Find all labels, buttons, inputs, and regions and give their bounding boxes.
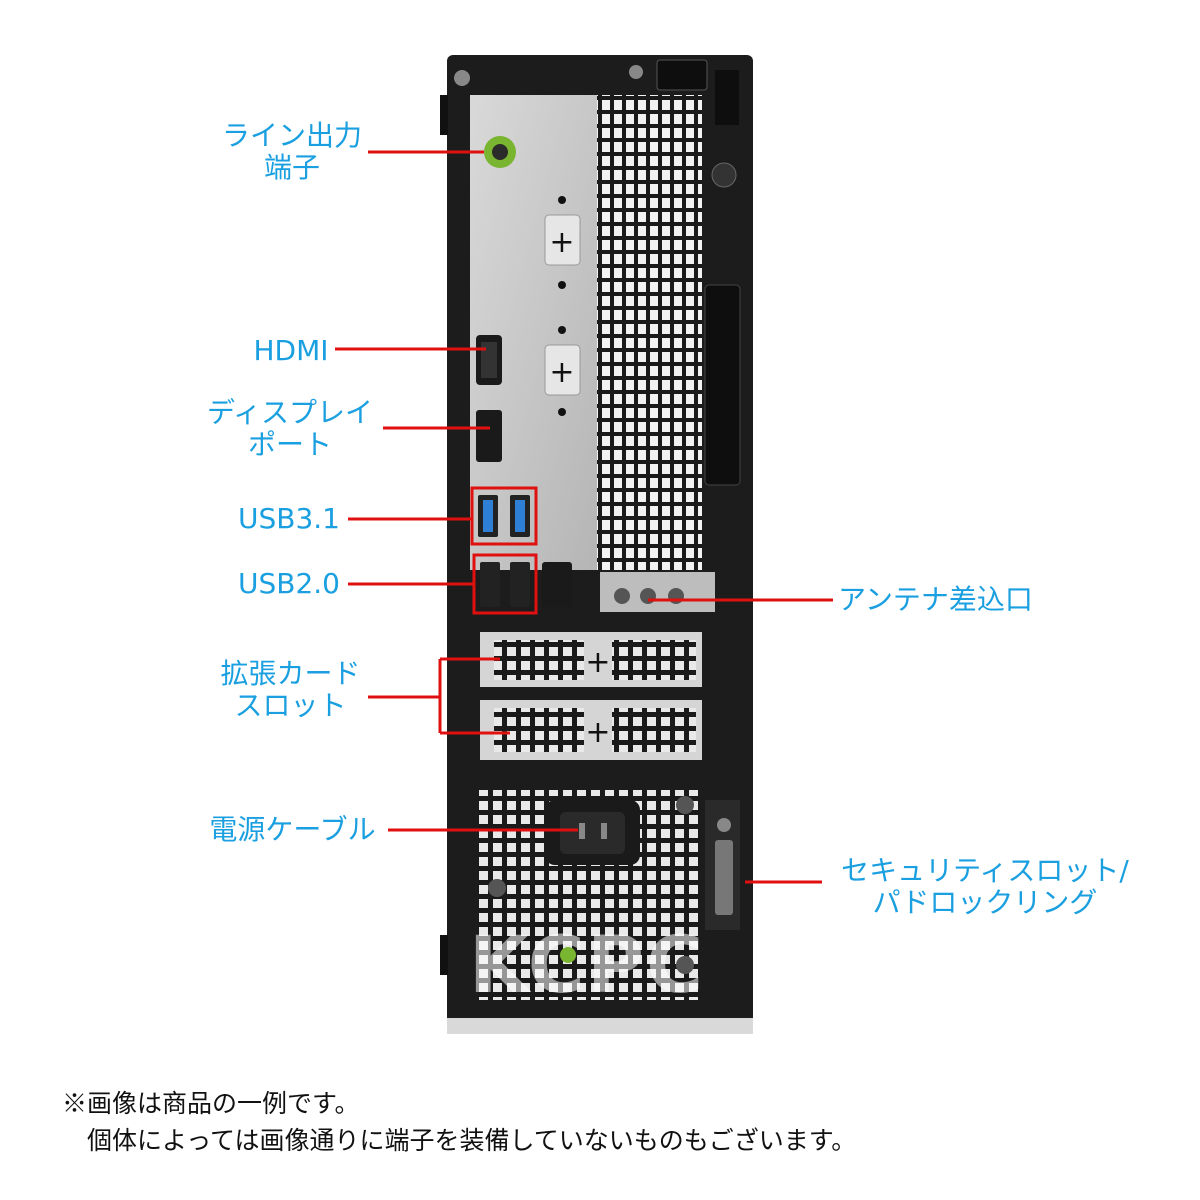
- audio-line-out-port: [484, 136, 516, 168]
- disclaimer-note-1: ※画像は商品の一例です。: [62, 1087, 360, 1121]
- label-expansion: 拡張カード スロット: [208, 658, 373, 722]
- label-usb20: USB2.0: [230, 568, 348, 600]
- antenna-ports: [614, 588, 684, 604]
- label-power: 電源ケーブル: [195, 814, 390, 846]
- svg-text:+: +: [585, 715, 610, 750]
- usb20-ports: [474, 555, 572, 613]
- label-line-out-2: 端子: [212, 152, 372, 184]
- svg-text:+: +: [585, 645, 610, 680]
- label-line-out: ライン出力 端子: [212, 120, 372, 184]
- displayport-port: [476, 410, 502, 462]
- label-hdmi: HDMI: [245, 335, 337, 367]
- label-security-2: パドロックリング: [820, 887, 1150, 919]
- svg-text:+: +: [549, 355, 574, 390]
- label-expansion-2: スロット: [208, 690, 373, 722]
- label-usb31: USB3.1: [230, 503, 348, 535]
- label-displayport: ディスプレイ ポート: [195, 397, 385, 461]
- label-displayport-2: ポート: [195, 429, 385, 461]
- hdmi-port: [476, 335, 502, 385]
- svg-text:+: +: [549, 225, 574, 260]
- label-displayport-1: ディスプレイ: [195, 397, 385, 429]
- watermark: KCPC: [469, 921, 706, 1011]
- label-security: セキュリティスロット/ パドロックリング: [820, 855, 1150, 919]
- disclaimer-note-2: 個体によっては画像通りに端子を装備していないものもございます。: [62, 1124, 856, 1158]
- label-line-out-1: ライン出力: [212, 120, 372, 152]
- label-security-1: セキュリティスロット/: [820, 855, 1150, 887]
- security-lock-ring: [705, 800, 740, 930]
- label-antenna: アンテナ差込口: [838, 584, 1033, 616]
- label-expansion-1: 拡張カード: [208, 658, 373, 690]
